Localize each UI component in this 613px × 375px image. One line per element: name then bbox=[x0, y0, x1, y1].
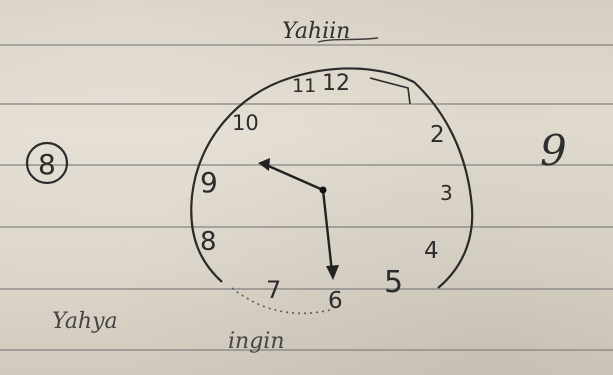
clock-number-9: 9 bbox=[200, 166, 218, 199]
clock-number-12: 12 bbox=[322, 71, 350, 96]
clock-number-3: 3 bbox=[440, 181, 453, 205]
label-bottom-left: Yahya bbox=[52, 309, 118, 334]
clock-corner-mark bbox=[370, 78, 410, 104]
clock-number-11: 11 bbox=[292, 75, 316, 97]
clock-number-4: 4 bbox=[424, 238, 439, 264]
hour-hand-arrowhead bbox=[258, 158, 270, 171]
minute-hand-arrowhead bbox=[326, 265, 339, 280]
minute-hand bbox=[323, 190, 332, 272]
clock-number-7: 7 bbox=[266, 276, 281, 304]
hour-hand bbox=[264, 164, 323, 190]
clock-center-dot bbox=[320, 187, 327, 194]
clock-number-5: 5 bbox=[384, 265, 403, 300]
side-mark: 9 bbox=[540, 126, 567, 175]
clock-number-6: 6 bbox=[328, 288, 343, 314]
problem-number: 8 bbox=[38, 148, 56, 181]
clock-number-8: 8 bbox=[200, 227, 217, 257]
clock-number-2: 2 bbox=[430, 122, 445, 148]
clock-number-10: 10 bbox=[232, 111, 259, 135]
label-bottom-center: ingin bbox=[228, 329, 285, 354]
